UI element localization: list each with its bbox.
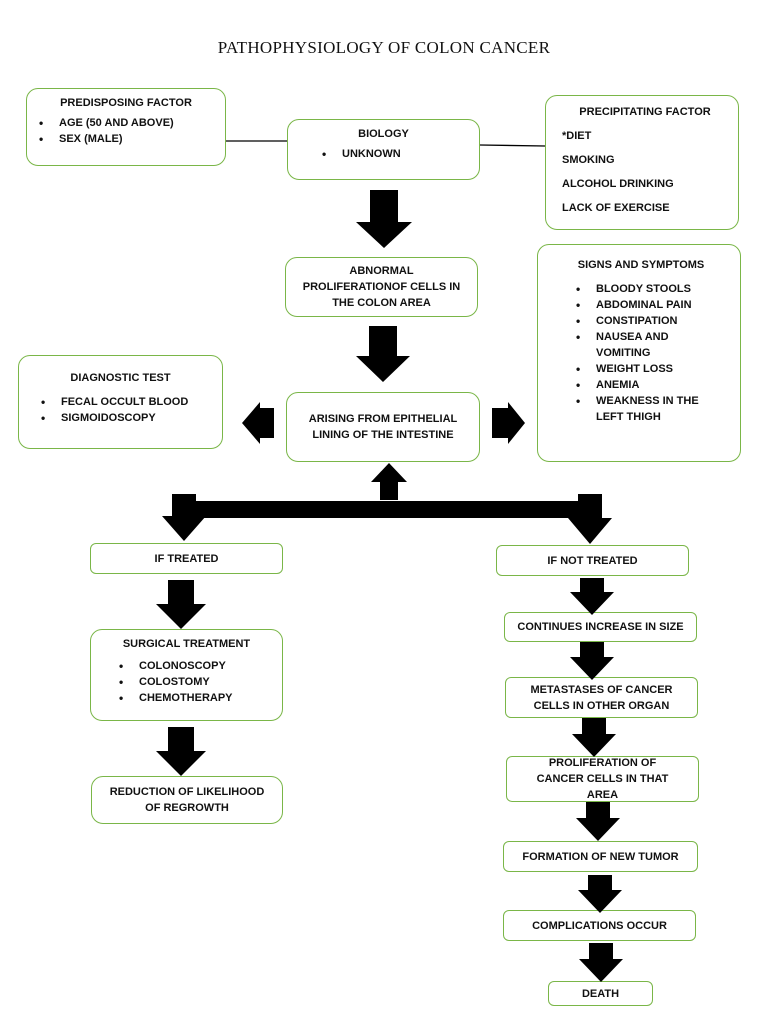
step-text: METASTASES OF CANCER CELLS IN OTHER ORGA… [530,683,673,712]
down-arrow-icon [162,494,206,541]
reduction-regrowth-text: REDUCTION OF LIKELIHOOD OF REGROWTH [109,786,265,814]
step-text: PROLIFERATION OF CANCER CELLS IN THAT AR… [536,757,669,801]
down-arrow-icon [578,875,622,913]
if-treated-label: IF TREATED [154,552,219,565]
down-arrow-icon [570,642,614,680]
arising-epithelial-text: ARISING FROM EPITHELIAL LINING OF THE IN… [308,413,458,441]
step-text: DEATH [581,987,620,1000]
precipitating-item: SMOKING [562,154,615,166]
down-arrow-icon [156,727,206,776]
predisposing-item: SEX (MALE) [33,131,219,147]
step-metastases-box: METASTASES OF CANCER CELLS IN OTHER ORGA… [505,677,698,718]
biology-box: BIOLOGY UNKNOWN [287,119,480,180]
symptom-item: NAUSEA AND VOMITING [570,329,716,361]
surgical-treatment-heading: SURGICAL TREATMENT [122,638,251,650]
if-not-treated-box: IF NOT TREATED [496,545,689,576]
surgical-item: COLONOSCOPY [113,658,276,674]
symptom-item: ABDOMINAL PAIN [570,297,716,313]
step-text: COMPLICATIONS OCCUR [532,919,667,932]
abnormal-proliferation-box: ABNORMAL PROLIFERATIONOF CELLS IN THE CO… [285,257,478,317]
biology-heading: BIOLOGY [358,128,409,140]
step-text: CONTINUES INCREASE IN SIZE [517,621,684,633]
precipitating-item: *DIET [562,130,592,142]
down-arrow-icon [356,326,410,382]
left-arrow-icon [242,402,274,444]
connector-line [479,144,546,147]
predisposing-factor-box: PREDISPOSING FACTOR AGE (50 AND ABOVE) S… [26,88,226,166]
surgical-item: COLOSTOMY [113,674,276,690]
diagram-title: PATHOPHYSIOLOGY OF COLON CANCER [217,38,551,57]
if-not-treated-label: IF NOT TREATED [547,554,638,567]
step-death-box: DEATH [548,981,653,1006]
down-arrow-icon [579,943,623,982]
reduction-regrowth-box: REDUCTION OF LIKELIHOOD OF REGROWTH [91,776,283,824]
step-proliferation-box: PROLIFERATION OF CANCER CELLS IN THAT AR… [506,756,699,802]
step-text: FORMATION OF NEW TUMOR [522,850,679,863]
signs-symptoms-heading: SIGNS AND SYMPTOMS [577,259,705,271]
diagnostic-test-box: DIAGNOSTIC TEST FECAL OCCULT BLOOD SIGMO… [18,355,223,449]
precipitating-item: LACK OF EXERCISE [562,202,670,214]
abnormal-proliferation-text: ABNORMAL PROLIFERATIONOF CELLS IN THE CO… [302,265,461,309]
down-arrow-icon [570,578,614,615]
precipitating-item: ALCOHOL DRINKING [562,178,674,190]
diagnostic-item: FECAL OCCULT BLOOD [35,394,216,410]
surgical-item: CHEMOTHERAPY [113,690,276,706]
step-complications-box: COMPLICATIONS OCCUR [503,910,696,941]
symptom-item: BLOODY STOOLS [570,281,716,297]
right-arrow-icon [492,402,525,444]
precipitating-factor-heading: PRECIPITATING FACTOR [579,106,711,118]
down-arrow-icon [156,580,206,629]
down-arrow-icon [356,190,412,248]
predisposing-item: AGE (50 AND ABOVE) [33,115,219,131]
down-arrow-icon [568,494,612,544]
surgical-treatment-box: SURGICAL TREATMENT COLONOSCOPY COLOSTOMY… [90,629,283,721]
signs-symptoms-box: SIGNS AND SYMPTOMS BLOODY STOOLS ABDOMIN… [537,244,741,462]
down-arrow-icon [576,802,620,841]
symptom-item: WEIGHT LOSS [570,361,716,377]
diagnostic-item: SIGMOIDOSCOPY [35,410,216,426]
up-arrow-icon [371,463,407,500]
precipitating-factor-box: PRECIPITATING FACTOR *DIET SMOKING ALCOH… [545,95,739,230]
arising-epithelial-box: ARISING FROM EPITHELIAL LINING OF THE IN… [286,392,480,462]
down-arrow-icon [572,718,616,757]
symptom-item: CONSTIPATION [570,313,716,329]
predisposing-factor-heading: PREDISPOSING FACTOR [60,97,192,109]
step-increase-size-box: CONTINUES INCREASE IN SIZE [504,612,697,642]
diagnostic-test-heading: DIAGNOSTIC TEST [70,372,171,384]
step-new-tumor-box: FORMATION OF NEW TUMOR [503,841,698,872]
symptom-item: WEAKNESS IN THE LEFT THIGH [570,393,716,425]
if-treated-box: IF TREATED [90,543,283,574]
branch-bar [172,501,596,518]
biology-item: UNKNOWN [316,146,473,162]
symptom-item: ANEMIA [570,377,716,393]
